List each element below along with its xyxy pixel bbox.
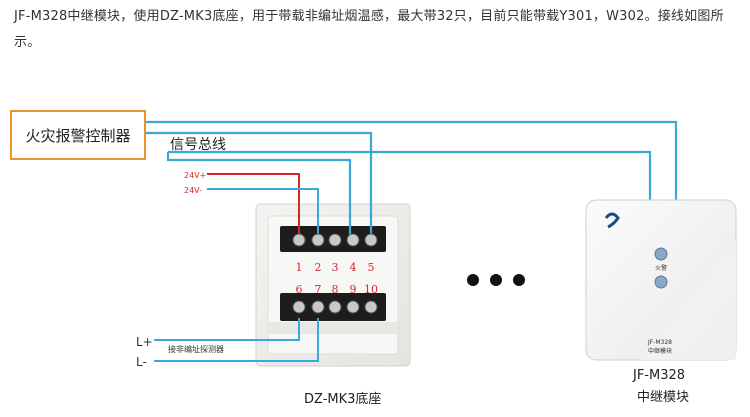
terminal-number: 9 — [350, 283, 357, 296]
power-plus-wire — [207, 173, 300, 240]
terminal-number: 2 — [315, 261, 322, 274]
ellipsis-dots — [467, 274, 525, 286]
bus-wire-3 — [168, 150, 652, 212]
controller-label: 火灾报警控制器 — [25, 126, 131, 145]
loop-plus-wire — [154, 318, 300, 341]
signal-bus-label: 信号总线 — [170, 137, 226, 153]
terminal-number: 3 — [332, 261, 339, 274]
terminal-number: 10 — [364, 283, 378, 296]
description-text: JF-M328中继模块，使用DZ-MK3底座，用于带载非编址烟温感，最大带32只… — [14, 9, 724, 50]
power-plus-label: 24V+ — [184, 171, 207, 180]
base-caption: DZ-MK3底座 — [304, 392, 382, 407]
fire-alarm-controller-box: 火灾报警控制器 — [10, 110, 146, 160]
terminal-numbers: 1 2 3 4 5 6 7 8 9 10 — [296, 261, 379, 296]
terminal-number: 8 — [332, 283, 339, 296]
bus-wire-2 — [146, 131, 373, 240]
terminal-number: 1 — [296, 261, 303, 274]
power-minus-label: 24V- — [184, 186, 203, 195]
signal-bus-wires — [146, 120, 678, 240]
terminal-screws-bottom — [292, 300, 378, 314]
module-face-model: JF-M328 — [647, 339, 672, 346]
detector-label: 接非编址探测器 — [168, 345, 224, 354]
bus-wire-1 — [146, 120, 678, 212]
power-minus-wire — [207, 188, 319, 240]
power-wires — [207, 173, 319, 240]
loop-minus-wire — [154, 318, 319, 362]
indicator-led-icon — [654, 247, 668, 261]
terminal-number: 6 — [296, 283, 303, 296]
bus-wire-4 — [166, 152, 352, 240]
module-logo-icon — [604, 212, 620, 229]
loop-plus-label: L+ — [136, 335, 153, 349]
indicator-label: 火警 — [655, 264, 667, 272]
terminal-number: 4 — [350, 261, 357, 274]
jf-m328-module: 火警 JF-M328 中继模块 — [585, 199, 737, 361]
module-face-name: 中继模块 — [648, 347, 672, 355]
loop-minus-label: L- — [136, 355, 147, 369]
terminal-screws-top — [292, 233, 378, 247]
terminal-number: 7 — [315, 283, 322, 296]
module-caption-name: 中继模块 — [637, 390, 690, 405]
indicator-led-icon — [654, 275, 668, 289]
module-caption-model: JF-M328 — [633, 368, 686, 383]
terminal-number: 5 — [368, 261, 375, 274]
loop-wires — [154, 318, 319, 362]
